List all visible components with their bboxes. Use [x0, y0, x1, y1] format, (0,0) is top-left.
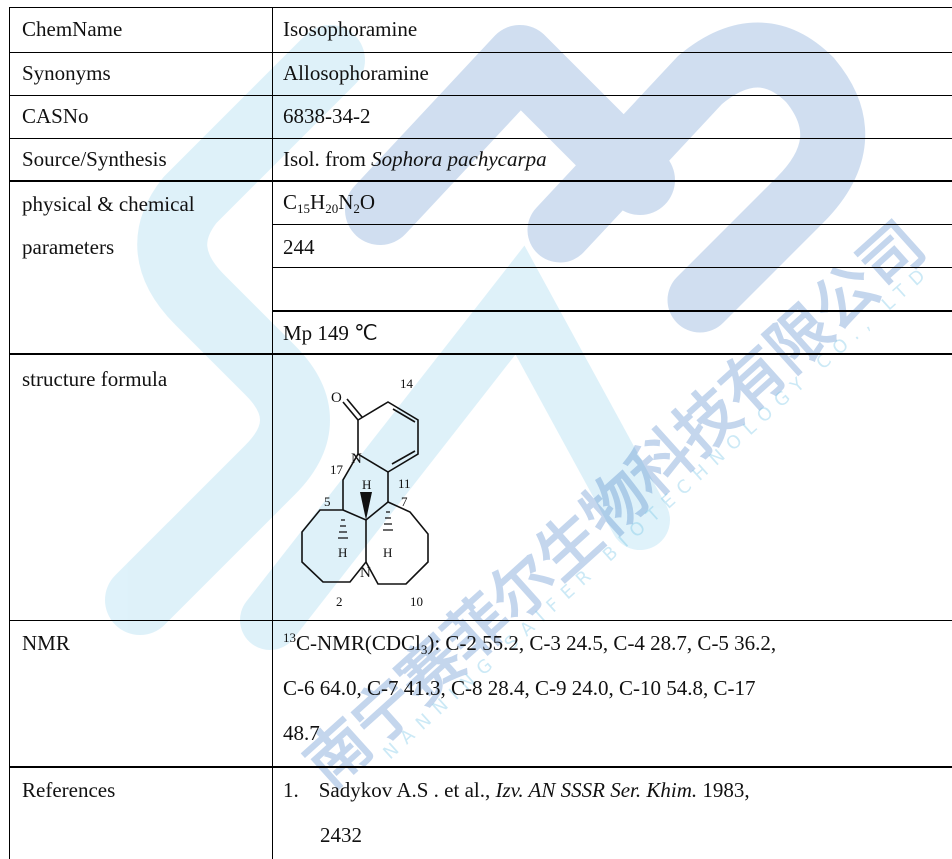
reference-item: 1.Sadykov A.S . et al., Izv. AN SSSR Ser…	[283, 778, 750, 802]
atom-hydrogen-1: H	[362, 477, 371, 492]
atom-hydrogen-2: H	[338, 545, 347, 560]
atom-nitrogen-1: N	[351, 451, 362, 467]
source-species: Sophora pachycarpa	[371, 147, 547, 171]
references-label: References	[22, 778, 116, 802]
structure-label: structure formula	[22, 367, 168, 391]
position-14-label: 14	[400, 376, 414, 391]
physical-label-line1: physical & chemical	[22, 192, 195, 216]
table-column-divider	[272, 7, 273, 859]
synonyms-value: Allosophoramine	[283, 61, 429, 85]
source-value: Isol. from Sophora pachycarpa	[283, 145, 547, 173]
atom-oxygen: O	[331, 390, 342, 406]
molecular-formula: C15H20N2O	[283, 190, 376, 216]
row-divider	[9, 95, 952, 96]
nmr-line-2: C-6 64.0, C-7 41.3, C-8 28.4, C-9 24.0, …	[283, 676, 756, 700]
row-divider	[9, 766, 952, 768]
nmr-line-1: 13C-NMR(CDCl3): C-2 55.2, C-3 24.5, C-4 …	[283, 630, 777, 657]
position-7-label: 7	[401, 494, 408, 509]
nmr-line-3: 48.7	[283, 721, 320, 745]
row-divider	[9, 138, 952, 139]
atom-hydrogen-3: H	[383, 545, 392, 560]
row-divider	[9, 620, 952, 621]
physical-label-line2: parameters	[22, 235, 115, 259]
source-label: Source/Synthesis	[22, 147, 167, 171]
row-divider	[272, 224, 952, 225]
chemname-value: Isosophoramine	[283, 17, 418, 41]
melting-point: Mp 149 ℃	[283, 321, 378, 345]
row-divider	[272, 267, 952, 268]
position-11-label: 11	[398, 476, 411, 491]
synonyms-label: Synonyms	[22, 61, 111, 85]
source-prefix: Isol. from	[283, 147, 372, 171]
watermark-r-shape	[527, 22, 866, 333]
row-divider	[9, 52, 952, 53]
position-5-label: 5	[324, 494, 331, 509]
table-border-left	[9, 7, 10, 859]
row-divider	[9, 353, 952, 355]
chemname-label: ChemName	[22, 17, 123, 41]
row-divider	[9, 180, 952, 182]
position-10-label: 10	[410, 594, 423, 609]
molecular-weight: 244	[283, 235, 315, 259]
reference-item-line2: 2432	[320, 823, 362, 847]
casno-label: CASNo	[22, 104, 89, 128]
atom-nitrogen-2: N	[360, 565, 371, 581]
nmr-label: NMR	[22, 631, 70, 655]
row-divider	[272, 310, 952, 312]
casno-value: 6838-34-2	[283, 104, 371, 128]
position-17-label: 17	[330, 462, 344, 477]
structure-formula-image: O N N H H H 14 17 11 5 7 2 10	[301, 376, 429, 609]
table-border-top	[9, 7, 952, 8]
position-2-label: 2	[336, 594, 343, 609]
